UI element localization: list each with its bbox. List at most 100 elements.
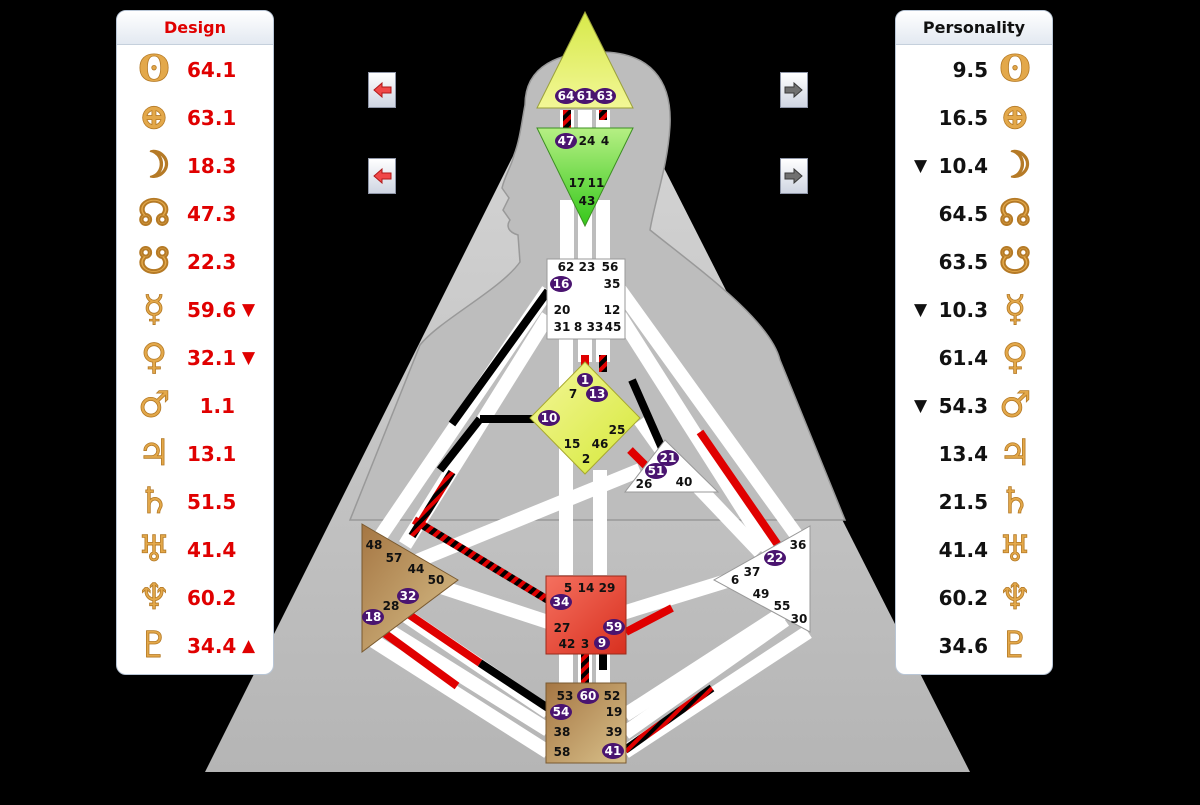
personality-direction-mark: ▼ (914, 156, 928, 176)
moon-icon: ☽ (137, 144, 171, 186)
gate-25[interactable]: 25 (609, 423, 626, 437)
gate-20[interactable]: 20 (554, 303, 571, 317)
gate-58[interactable]: 58 (554, 745, 571, 759)
gate-35[interactable]: 35 (604, 277, 621, 291)
gate-49[interactable]: 49 (753, 587, 770, 601)
personality-next-button-1[interactable] (780, 72, 808, 108)
gate-29[interactable]: 29 (599, 581, 616, 595)
gate-51[interactable]: 51 (645, 463, 667, 479)
gate-53[interactable]: 53 (557, 689, 574, 703)
gate-7[interactable]: 7 (569, 387, 577, 401)
mars-icon: ♂ (998, 384, 1032, 426)
gate-52[interactable]: 52 (604, 689, 621, 703)
gate-40[interactable]: 40 (676, 475, 693, 489)
gate-2[interactable]: 2 (582, 452, 590, 466)
gate-57[interactable]: 57 (386, 551, 403, 565)
gate-46[interactable]: 46 (592, 437, 609, 451)
gate-17[interactable]: 17 (569, 176, 586, 190)
design-row-mars: ♂ 1.1 (117, 382, 273, 430)
gate-28[interactable]: 28 (383, 599, 400, 613)
gate-42[interactable]: 42 (559, 637, 576, 651)
sacral-center[interactable] (545, 575, 627, 655)
personality-next-button-2[interactable] (780, 158, 808, 194)
g-center[interactable] (529, 361, 641, 475)
personality-row-mars: ♂54.3▼ (896, 382, 1052, 430)
svg-text:10: 10 (541, 411, 558, 425)
gate-9[interactable]: 9 (594, 636, 610, 650)
gate-22[interactable]: 22 (764, 550, 786, 566)
gate-30[interactable]: 30 (791, 612, 808, 626)
gate-63[interactable]: 63 (594, 88, 616, 104)
gate-60[interactable]: 60 (577, 688, 599, 704)
venus-icon: ♀ (140, 336, 168, 378)
gate-32[interactable]: 32 (397, 588, 419, 604)
gate-36[interactable]: 36 (790, 538, 807, 552)
gate-6[interactable]: 6 (731, 573, 739, 587)
gate-45[interactable]: 45 (605, 320, 622, 334)
gate-21[interactable]: 21 (657, 450, 679, 466)
gate-37[interactable]: 37 (744, 565, 761, 579)
gate-48[interactable]: 48 (366, 538, 383, 552)
gate-39[interactable]: 39 (606, 725, 623, 739)
solar-plexus-center[interactable] (712, 525, 811, 633)
north-node-icon: ☊ (999, 192, 1032, 234)
gate-19[interactable]: 19 (606, 705, 623, 719)
heart-center[interactable] (623, 439, 720, 493)
personality-row-moon: ☽10.4▼ (896, 142, 1052, 190)
gate-10[interactable]: 10 (538, 410, 560, 426)
design-prev-button-2[interactable] (368, 158, 396, 194)
spleen-center[interactable] (361, 523, 459, 653)
gate-34[interactable]: 34 (550, 594, 572, 610)
design-value: 59.6 (187, 298, 237, 322)
design-value: 1.1 (199, 394, 235, 418)
gate-1[interactable]: 1 (577, 373, 593, 387)
ajna-center[interactable] (536, 127, 634, 228)
gate-44[interactable]: 44 (408, 562, 425, 576)
gate-27[interactable]: 27 (554, 621, 571, 635)
gate-15[interactable]: 15 (564, 437, 581, 451)
personality-value: 10.4 (938, 154, 988, 178)
jupiter-icon: ♃ (137, 432, 171, 474)
gate-23[interactable]: 23 (579, 260, 596, 274)
gate-14[interactable]: 14 (578, 581, 595, 595)
gate-18[interactable]: 18 (362, 609, 384, 625)
gate-31[interactable]: 31 (554, 320, 571, 334)
svg-text:60: 60 (580, 689, 597, 703)
gate-43[interactable]: 43 (579, 194, 596, 208)
gate-3[interactable]: 3 (581, 637, 589, 651)
svg-text:41: 41 (605, 744, 622, 758)
gate-50[interactable]: 50 (428, 573, 445, 587)
head-center[interactable] (536, 10, 634, 109)
design-row-moon: ☽ 18.3 (117, 142, 273, 190)
gate-54[interactable]: 54 (550, 704, 572, 720)
design-row-jupiter: ♃13.1 (117, 430, 273, 478)
gate-13[interactable]: 13 (586, 386, 608, 402)
gate-11[interactable]: 11 (588, 176, 605, 190)
gate-38[interactable]: 38 (554, 725, 571, 739)
gate-64[interactable]: 64 (555, 88, 577, 104)
gate-26[interactable]: 26 (636, 477, 653, 491)
gate-12[interactable]: 12 (604, 303, 621, 317)
gate-47[interactable]: 47 (555, 133, 577, 149)
gate-33[interactable]: 33 (587, 320, 604, 334)
svg-text:54: 54 (553, 705, 570, 719)
design-prev-button-1[interactable] (368, 72, 396, 108)
mars-icon: ♂ (137, 384, 171, 426)
gate-4[interactable]: 4 (601, 134, 609, 148)
gate-16[interactable]: 16 (550, 276, 572, 292)
gate-56[interactable]: 56 (602, 260, 619, 274)
gate-61[interactable]: 61 (574, 88, 596, 104)
gate-41[interactable]: 41 (602, 743, 624, 759)
throat-center[interactable] (546, 258, 626, 340)
gate-62[interactable]: 62 (558, 260, 575, 274)
gate-59[interactable]: 59 (603, 619, 625, 635)
svg-text:63: 63 (597, 89, 614, 103)
design-direction-mark: ▲ (242, 636, 256, 656)
gate-8[interactable]: 8 (574, 320, 582, 334)
design-value: 18.3 (187, 154, 237, 178)
gate-5[interactable]: 5 (564, 581, 572, 595)
gate-24[interactable]: 24 (579, 134, 596, 148)
personality-row-pluto: ♇34.6 (896, 622, 1052, 670)
gate-55[interactable]: 55 (774, 599, 791, 613)
